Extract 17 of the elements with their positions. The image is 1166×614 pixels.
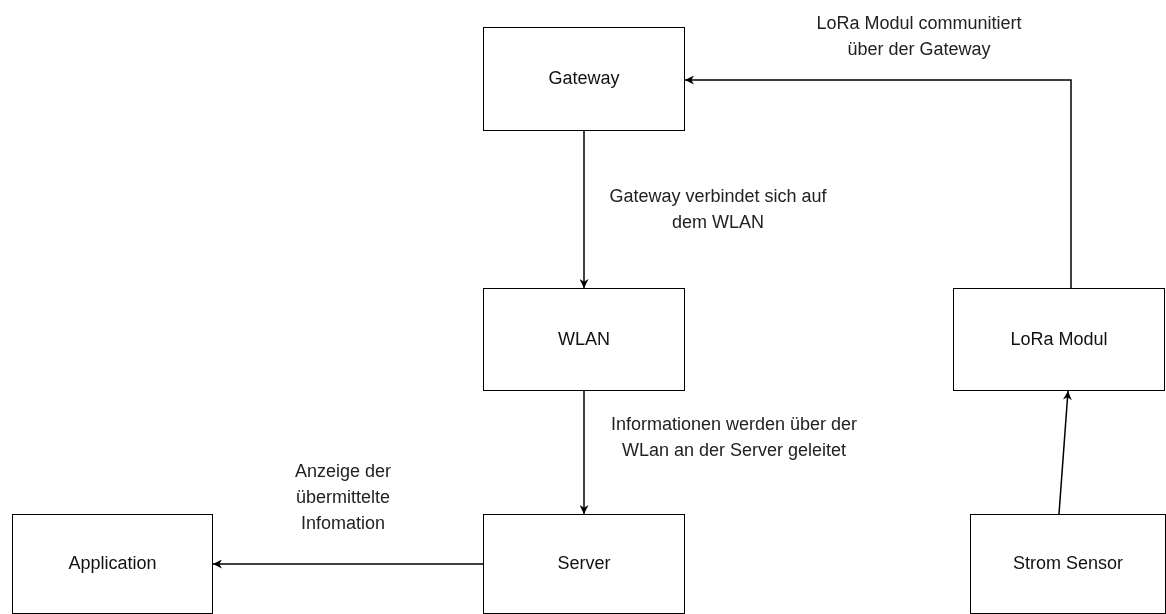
arrow	[684, 75, 1072, 289]
process-box	[953, 288, 1165, 391]
process-box	[483, 27, 685, 131]
box-label: Gateway	[548, 67, 620, 91]
box-label: Server	[557, 552, 611, 576]
process-box	[483, 514, 685, 614]
process-box	[12, 514, 213, 614]
process-box	[483, 288, 685, 391]
arrow	[579, 130, 589, 289]
arrow	[1058, 390, 1072, 515]
arrow	[579, 390, 589, 515]
box-label: Application	[68, 552, 157, 576]
box-label: LoRa Modul	[1010, 327, 1108, 351]
arrow	[212, 559, 484, 569]
box-label: Strom Sensor	[1012, 552, 1123, 576]
box-label: WLAN	[558, 327, 610, 351]
process-box	[970, 514, 1166, 614]
